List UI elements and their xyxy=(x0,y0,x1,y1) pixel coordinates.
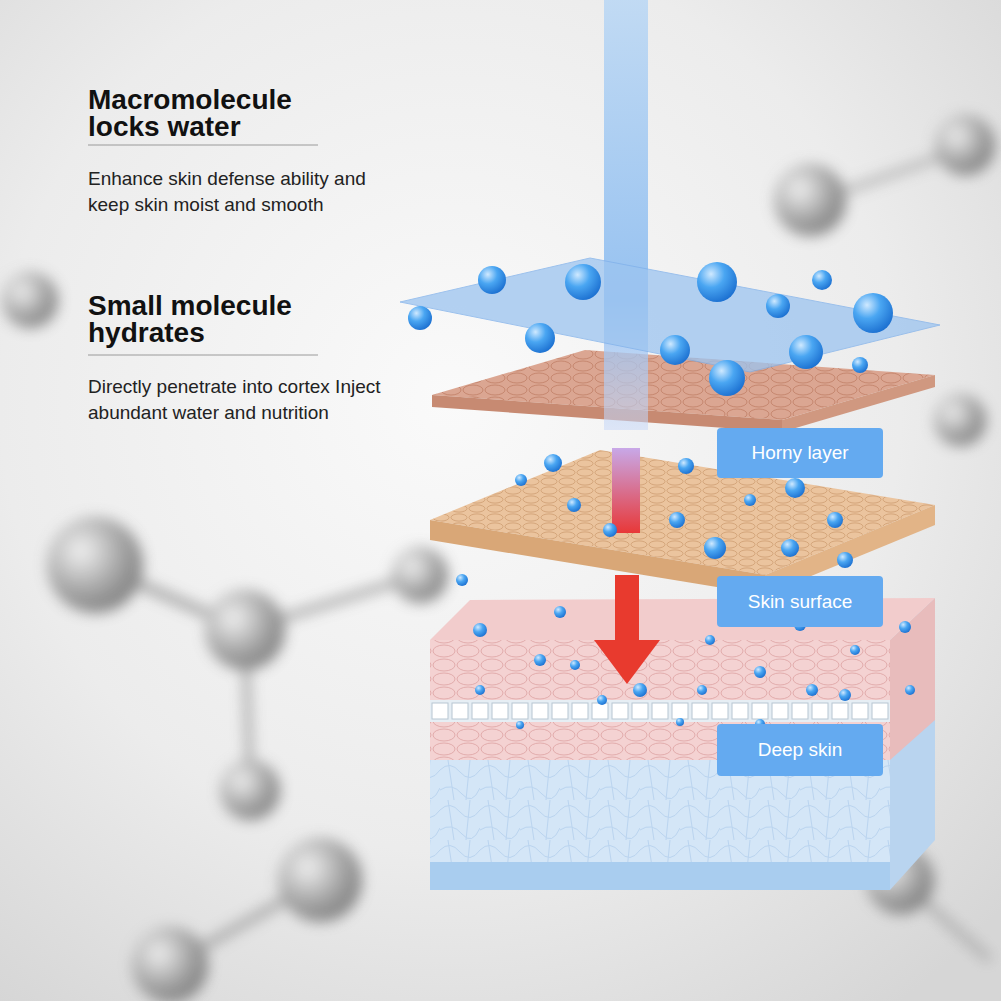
layer-label: Horny layer xyxy=(751,442,848,464)
section-text-box: Enhance skin defense ability and keep sk… xyxy=(88,166,373,218)
layer-label: Deep skin xyxy=(758,739,843,761)
section-text-box: Directly penetrate into cortex Inject ab… xyxy=(88,374,423,426)
layer-label-box: Deep skin xyxy=(717,724,883,776)
layer-label: Skin surface xyxy=(748,591,853,613)
section-heading: Small molecule hydrates xyxy=(88,292,338,346)
layer-label-box: Skin surface xyxy=(717,576,883,627)
section-text: Directly penetrate into cortex Inject ab… xyxy=(88,374,423,426)
section-heading: Macromolecule locks water xyxy=(88,86,338,140)
section-text: Enhance skin defense ability and keep sk… xyxy=(88,166,373,218)
section-heading-box: Small molecule hydrates xyxy=(88,292,338,346)
layer-label-box: Horny layer xyxy=(717,428,883,478)
section-heading-box: Macromolecule locks water xyxy=(88,86,338,140)
